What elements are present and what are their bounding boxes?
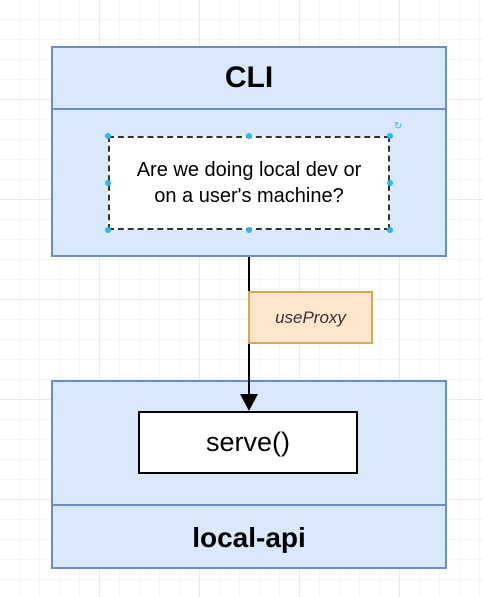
local-api-divider <box>51 504 447 506</box>
use-proxy-label[interactable]: useProxy <box>248 291 373 344</box>
selection-handle-bottom-left[interactable] <box>105 227 111 233</box>
question-box[interactable]: Are we doing local dev or on a user's ma… <box>108 136 390 230</box>
question-line-2: on a user's machine? <box>154 185 344 207</box>
question-line-1: Are we doing local dev or <box>136 159 362 181</box>
selection-handle-right[interactable] <box>387 180 393 186</box>
selection-handle-top-right[interactable] <box>387 133 393 139</box>
selection-handle-top[interactable] <box>246 133 252 139</box>
cli-divider <box>51 108 447 110</box>
serve-function-box[interactable]: serve() <box>138 411 358 474</box>
local-api-title: local-api <box>192 521 306 553</box>
selection-handle-bottom-right[interactable] <box>387 227 393 233</box>
rotate-icon[interactable]: ↻ <box>394 121 403 132</box>
selection-handle-bottom[interactable] <box>246 227 252 233</box>
cli-title: CLI <box>224 61 274 94</box>
selection-handle-top-left[interactable] <box>105 133 111 139</box>
selection-handle-left[interactable] <box>105 180 111 186</box>
